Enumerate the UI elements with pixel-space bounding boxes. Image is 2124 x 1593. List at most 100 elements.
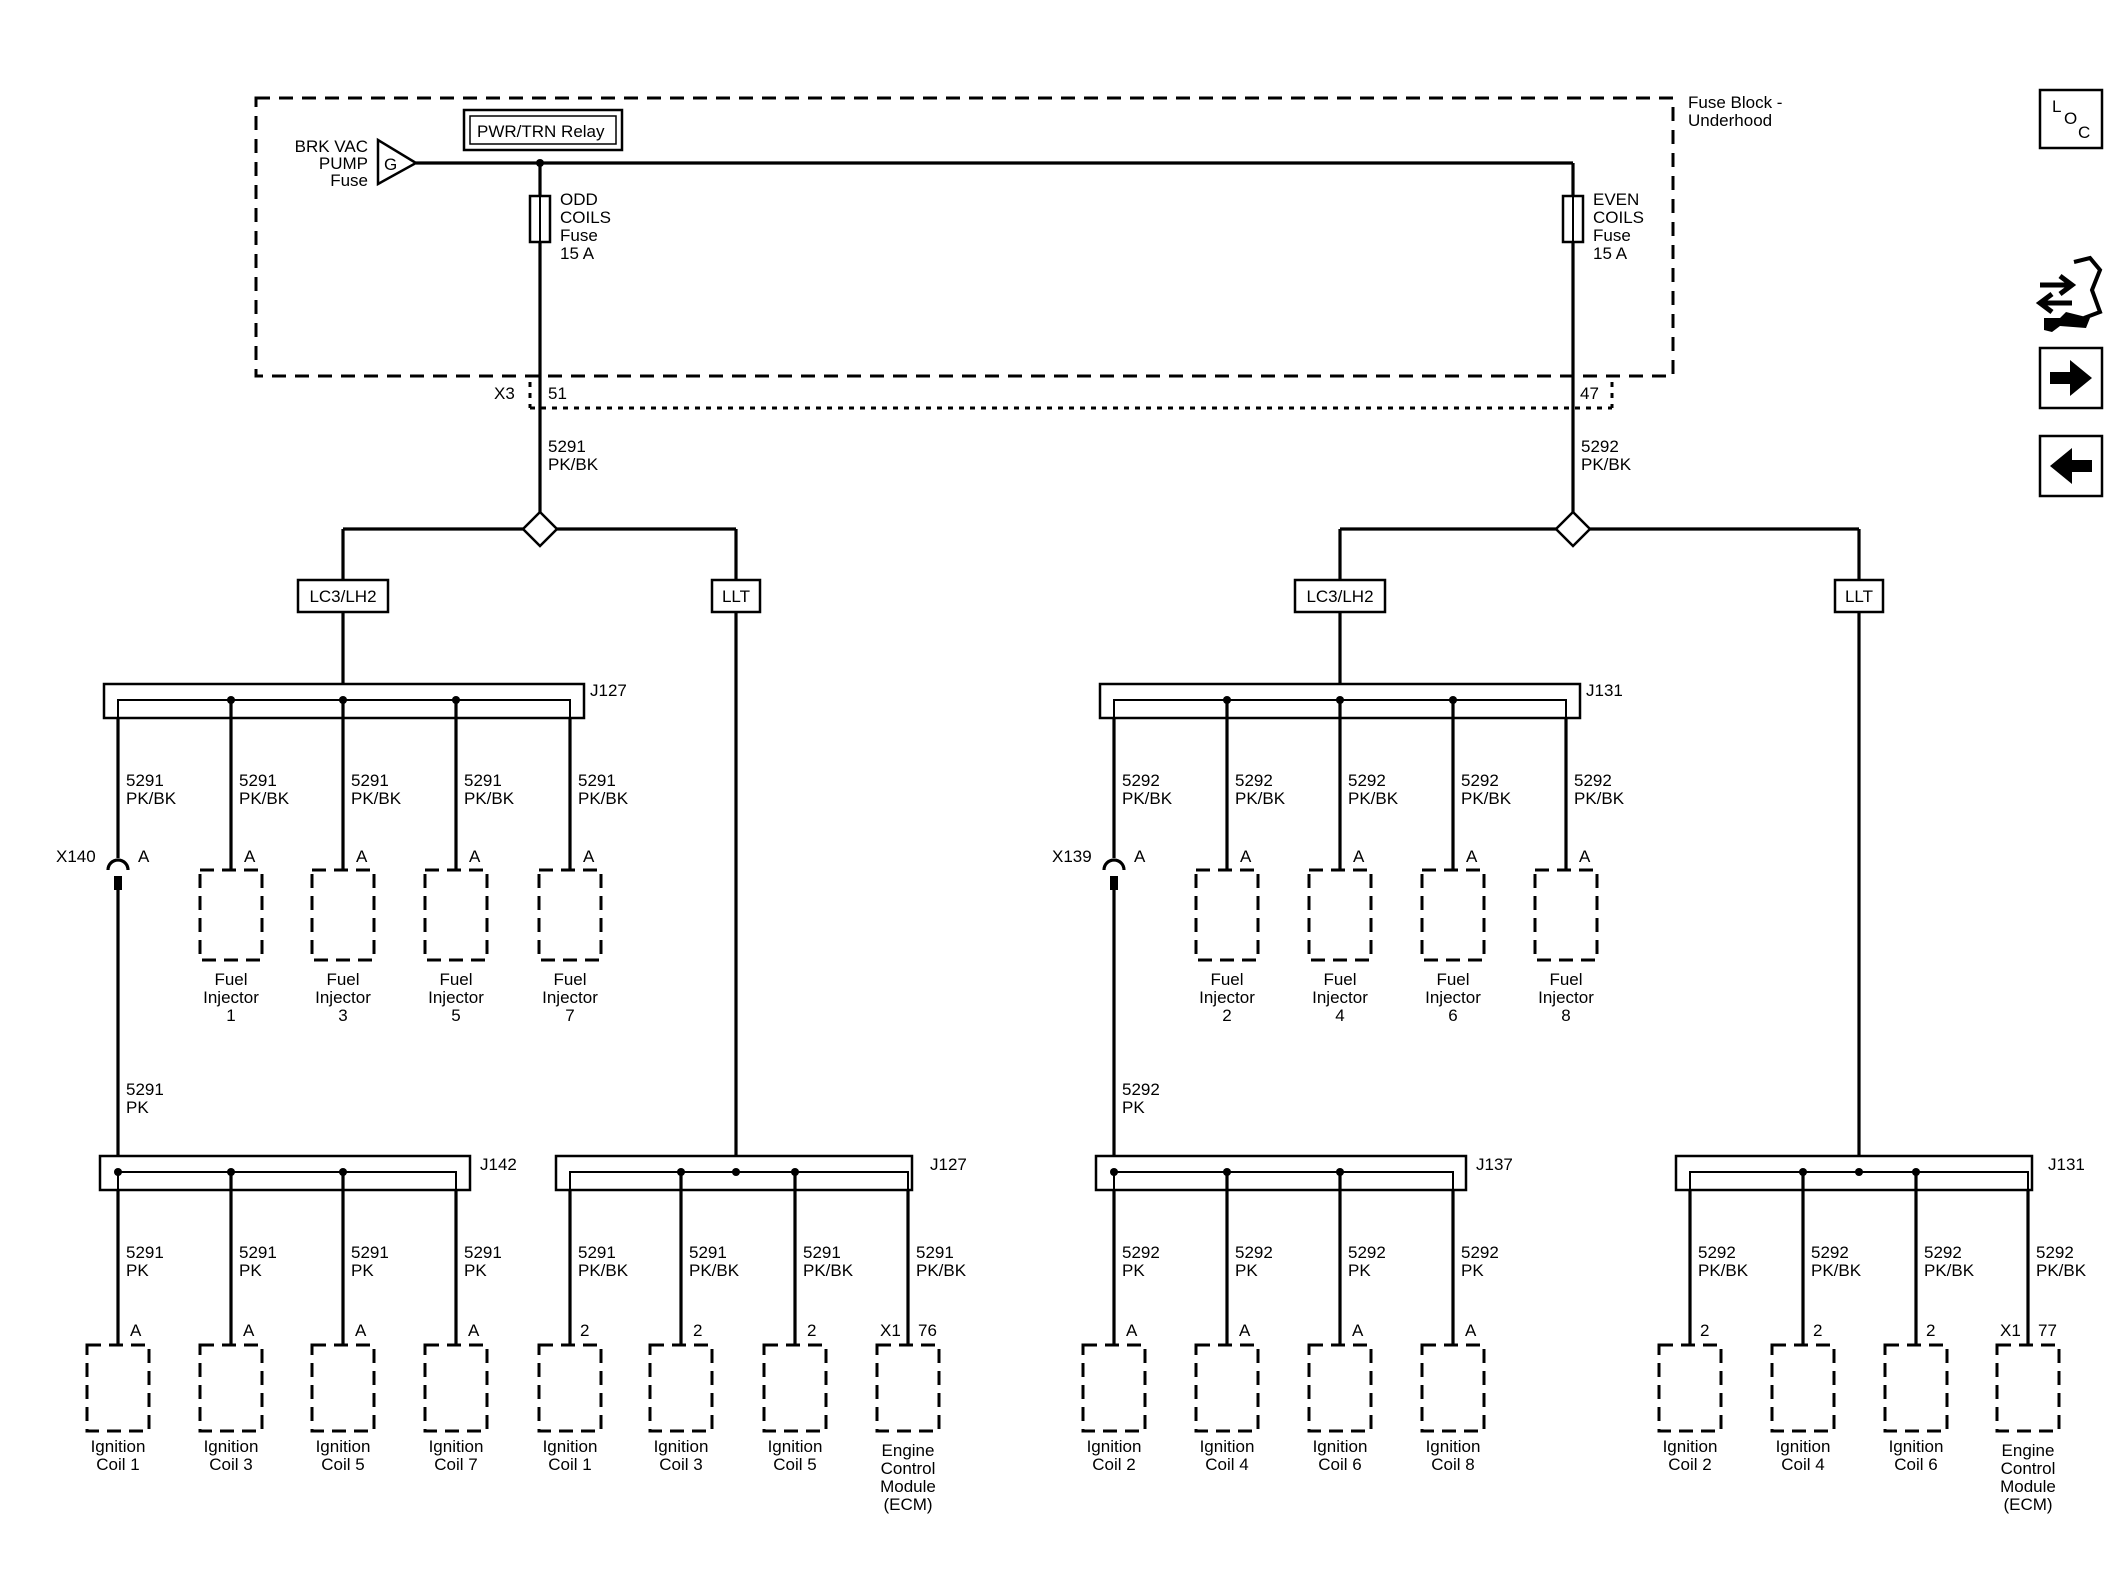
svg-text:76: 76 bbox=[918, 1321, 937, 1340]
svg-text:A: A bbox=[1352, 1321, 1364, 1340]
svg-text:PK/BK: PK/BK bbox=[1574, 789, 1625, 808]
svg-text:A: A bbox=[1353, 847, 1365, 866]
fuel-injectors-left: A A A A Fuel Injector 1 Fuel Injector 3 … bbox=[198, 847, 603, 1025]
splice-j127-lower-label: J127 bbox=[930, 1155, 967, 1174]
svg-text:PK/BK: PK/BK bbox=[916, 1261, 967, 1280]
svg-text:Engine: Engine bbox=[882, 1441, 935, 1460]
svg-text:Coil 4: Coil 4 bbox=[1205, 1455, 1248, 1474]
svg-text:Injector: Injector bbox=[428, 988, 484, 1007]
svg-text:Coil 2: Coil 2 bbox=[1092, 1455, 1135, 1474]
svg-text:5291: 5291 bbox=[689, 1243, 727, 1262]
svg-text:L: L bbox=[2052, 97, 2061, 116]
svg-text:A: A bbox=[1465, 1321, 1477, 1340]
svg-text:5292: 5292 bbox=[1348, 1243, 1386, 1262]
ignition-coil-3-b bbox=[648, 1343, 714, 1433]
svg-text:A: A bbox=[355, 1321, 367, 1340]
svg-text:Control: Control bbox=[881, 1459, 936, 1478]
option-llt-right-box bbox=[1833, 578, 1885, 614]
svg-text:Injector: Injector bbox=[203, 988, 259, 1007]
ignition-coil-5-a bbox=[310, 1343, 376, 1433]
svg-text:A: A bbox=[468, 1321, 480, 1340]
odd-fuse-label-2: COILS bbox=[560, 208, 611, 227]
svg-text:5: 5 bbox=[451, 1006, 460, 1025]
brk-vac-pump-label-2: PUMP bbox=[319, 154, 368, 173]
splice-j142-label: J142 bbox=[480, 1155, 517, 1174]
svg-text:Ignition: Ignition bbox=[91, 1437, 146, 1456]
svg-text:5291: 5291 bbox=[126, 771, 164, 790]
option-llt-right-label: LLT bbox=[1845, 587, 1873, 606]
next-arrow-icon[interactable] bbox=[2038, 346, 2104, 410]
svg-text:Engine: Engine bbox=[2002, 1441, 2055, 1460]
ignition-coil-6-a bbox=[1307, 1343, 1373, 1433]
inline-connector-x140-label: X140 bbox=[56, 847, 96, 866]
svg-text:PK/BK: PK/BK bbox=[689, 1261, 740, 1280]
svg-text:Control: Control bbox=[2001, 1459, 2056, 1478]
ecm-right bbox=[1995, 1343, 2061, 1433]
fuse-block-title-2: Underhood bbox=[1688, 111, 1772, 130]
inline-connector-x139-label: X139 bbox=[1052, 847, 1092, 866]
svg-text:(ECM): (ECM) bbox=[883, 1495, 932, 1514]
svg-text:Ignition: Ignition bbox=[1087, 1437, 1142, 1456]
svg-text:Ignition: Ignition bbox=[316, 1437, 371, 1456]
svg-text:6: 6 bbox=[1448, 1006, 1457, 1025]
svg-text:5291: 5291 bbox=[351, 771, 389, 790]
svg-text:5292: 5292 bbox=[1461, 1243, 1499, 1262]
source-terminal-g: G bbox=[384, 155, 397, 174]
fuel-injector-4 bbox=[1307, 868, 1373, 962]
inline-connector-x139-icon bbox=[1102, 858, 1126, 871]
svg-text:X1: X1 bbox=[2000, 1321, 2021, 1340]
connector-x3-pin-51: 51 bbox=[548, 384, 567, 403]
svg-text:Injector: Injector bbox=[1199, 988, 1255, 1007]
svg-text:PK/BK: PK/BK bbox=[578, 1261, 629, 1280]
loc-icon[interactable]: L O C bbox=[2038, 88, 2104, 150]
svg-text:3: 3 bbox=[338, 1006, 347, 1025]
fuel-injector-7 bbox=[537, 868, 603, 962]
brk-vac-pump-label: BRK VAC bbox=[295, 137, 368, 156]
svg-text:Fuel: Fuel bbox=[214, 970, 247, 989]
ignition-coil-5-b bbox=[762, 1343, 828, 1433]
svg-text:Fuel: Fuel bbox=[1210, 970, 1243, 989]
inline-connector-x140-pin: A bbox=[138, 847, 150, 866]
option-lc3-lh2-right-label: LC3/LH2 bbox=[1306, 587, 1373, 606]
svg-text:Injector: Injector bbox=[1538, 988, 1594, 1007]
svg-text:A: A bbox=[130, 1321, 142, 1340]
x140-wire-circuit: 5291 bbox=[126, 1080, 164, 1099]
svg-text:PK/BK: PK/BK bbox=[464, 789, 515, 808]
option-llt-left-label: LLT bbox=[722, 587, 750, 606]
svg-text:2: 2 bbox=[1926, 1321, 1935, 1340]
fuse-block-title: Fuse Block - bbox=[1688, 93, 1782, 112]
splice-j127-upper-label: J127 bbox=[590, 681, 627, 700]
component-view-icon[interactable] bbox=[2035, 255, 2103, 332]
svg-text:Ignition: Ignition bbox=[1663, 1437, 1718, 1456]
svg-text:PK/BK: PK/BK bbox=[239, 789, 290, 808]
splice-j131-lower-label: J131 bbox=[2048, 1155, 2085, 1174]
svg-text:PK/BK: PK/BK bbox=[126, 789, 177, 808]
svg-text:5291: 5291 bbox=[126, 1243, 164, 1262]
feed-left-color: PK/BK bbox=[548, 455, 599, 474]
svg-text:PK: PK bbox=[1122, 1261, 1145, 1280]
svg-text:PK/BK: PK/BK bbox=[1811, 1261, 1862, 1280]
ecm-left bbox=[875, 1343, 941, 1433]
pwr-trn-relay-label: PWR/TRN Relay bbox=[477, 122, 605, 141]
svg-text:Ignition: Ignition bbox=[1200, 1437, 1255, 1456]
svg-text:PK/BK: PK/BK bbox=[1461, 789, 1512, 808]
previous-arrow-icon[interactable] bbox=[2038, 434, 2104, 498]
svg-text:A: A bbox=[469, 847, 481, 866]
svg-text:A: A bbox=[356, 847, 368, 866]
svg-text:PK: PK bbox=[1461, 1261, 1484, 1280]
odd-fuse-label-1: ODD bbox=[560, 190, 598, 209]
svg-text:PK/BK: PK/BK bbox=[578, 789, 629, 808]
svg-text:5292: 5292 bbox=[1235, 1243, 1273, 1262]
svg-text:2: 2 bbox=[693, 1321, 702, 1340]
svg-text:PK/BK: PK/BK bbox=[1348, 789, 1399, 808]
svg-text:5291: 5291 bbox=[464, 1243, 502, 1262]
fuel-injector-1 bbox=[198, 868, 264, 962]
ignition-coil-4-b bbox=[1770, 1343, 1836, 1433]
svg-text:Coil 5: Coil 5 bbox=[321, 1455, 364, 1474]
ignition-coil-2-a bbox=[1081, 1343, 1147, 1433]
svg-text:2: 2 bbox=[1700, 1321, 1709, 1340]
svg-text:Coil 1: Coil 1 bbox=[548, 1455, 591, 1474]
ignition-coil-2-b bbox=[1657, 1343, 1723, 1433]
